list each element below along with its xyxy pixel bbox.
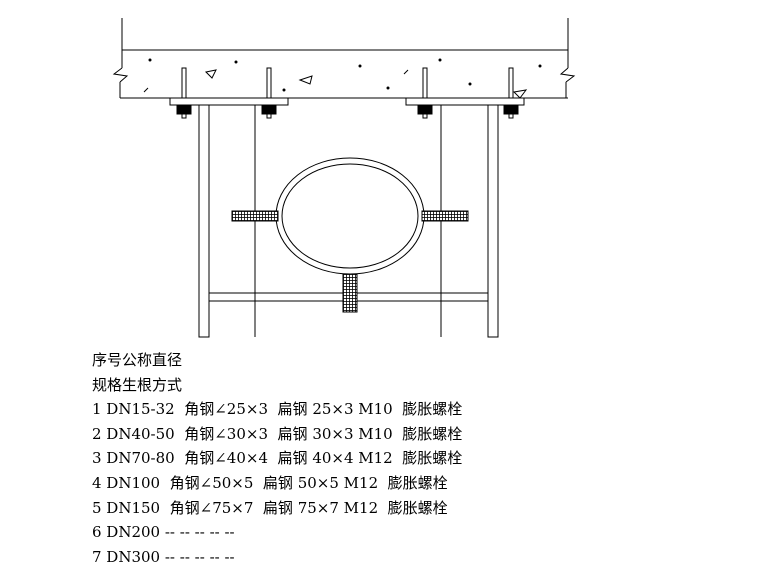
concrete-slab <box>112 18 576 99</box>
nut-3 <box>417 105 433 115</box>
base-plate-right <box>405 97 525 106</box>
pipe-support-drawing <box>112 18 576 338</box>
clamp-bottom <box>342 273 358 313</box>
anchor-bolt-1 <box>181 67 187 119</box>
spec-row: 5 DN150 角钢∠75×7 扁钢 75×7 M12 膨胀螺栓 <box>92 498 448 517</box>
anchor-bolt-2 <box>266 67 272 119</box>
nut-2 <box>261 105 277 115</box>
pipe-ring <box>275 157 425 275</box>
spec-row: 7 DN300 -- -- -- -- -- <box>92 547 235 566</box>
base-plate-left <box>169 97 289 106</box>
spec-row: 4 DN100 角钢∠50×5 扁钢 50×5 M12 膨胀螺栓 <box>92 473 448 492</box>
clamp-right <box>421 210 469 222</box>
right-angle-leg <box>487 104 499 338</box>
spec-notes: 序号公称直径 规格生根方式 1 DN15-32 角钢∠25×3 扁钢 25×3 … <box>92 348 652 569</box>
notes-header-1: 序号公称直径 <box>92 351 183 369</box>
nut-1 <box>176 105 192 115</box>
spec-row: 2 DN40-50 角钢∠30×3 扁钢 30×3 M10 膨胀螺栓 <box>92 424 463 443</box>
spec-row: 3 DN70-80 角钢∠40×4 扁钢 40×4 M12 膨胀螺栓 <box>92 449 463 468</box>
left-angle-leg <box>198 104 210 338</box>
anchor-bolt-4 <box>508 67 514 119</box>
nut-4 <box>503 105 519 115</box>
notes-header-2: 规格生根方式 <box>92 375 183 394</box>
flat-steel-clamps <box>231 210 469 313</box>
spec-row: 6 DN200 -- -- -- -- -- <box>92 523 235 542</box>
clamp-left <box>231 210 279 222</box>
spec-row: 1 DN15-32 角钢∠25×3 扁钢 25×3 M10 膨胀螺栓 <box>92 400 463 419</box>
anchor-bolt-3 <box>422 67 428 119</box>
expansion-bolts <box>169 67 525 119</box>
